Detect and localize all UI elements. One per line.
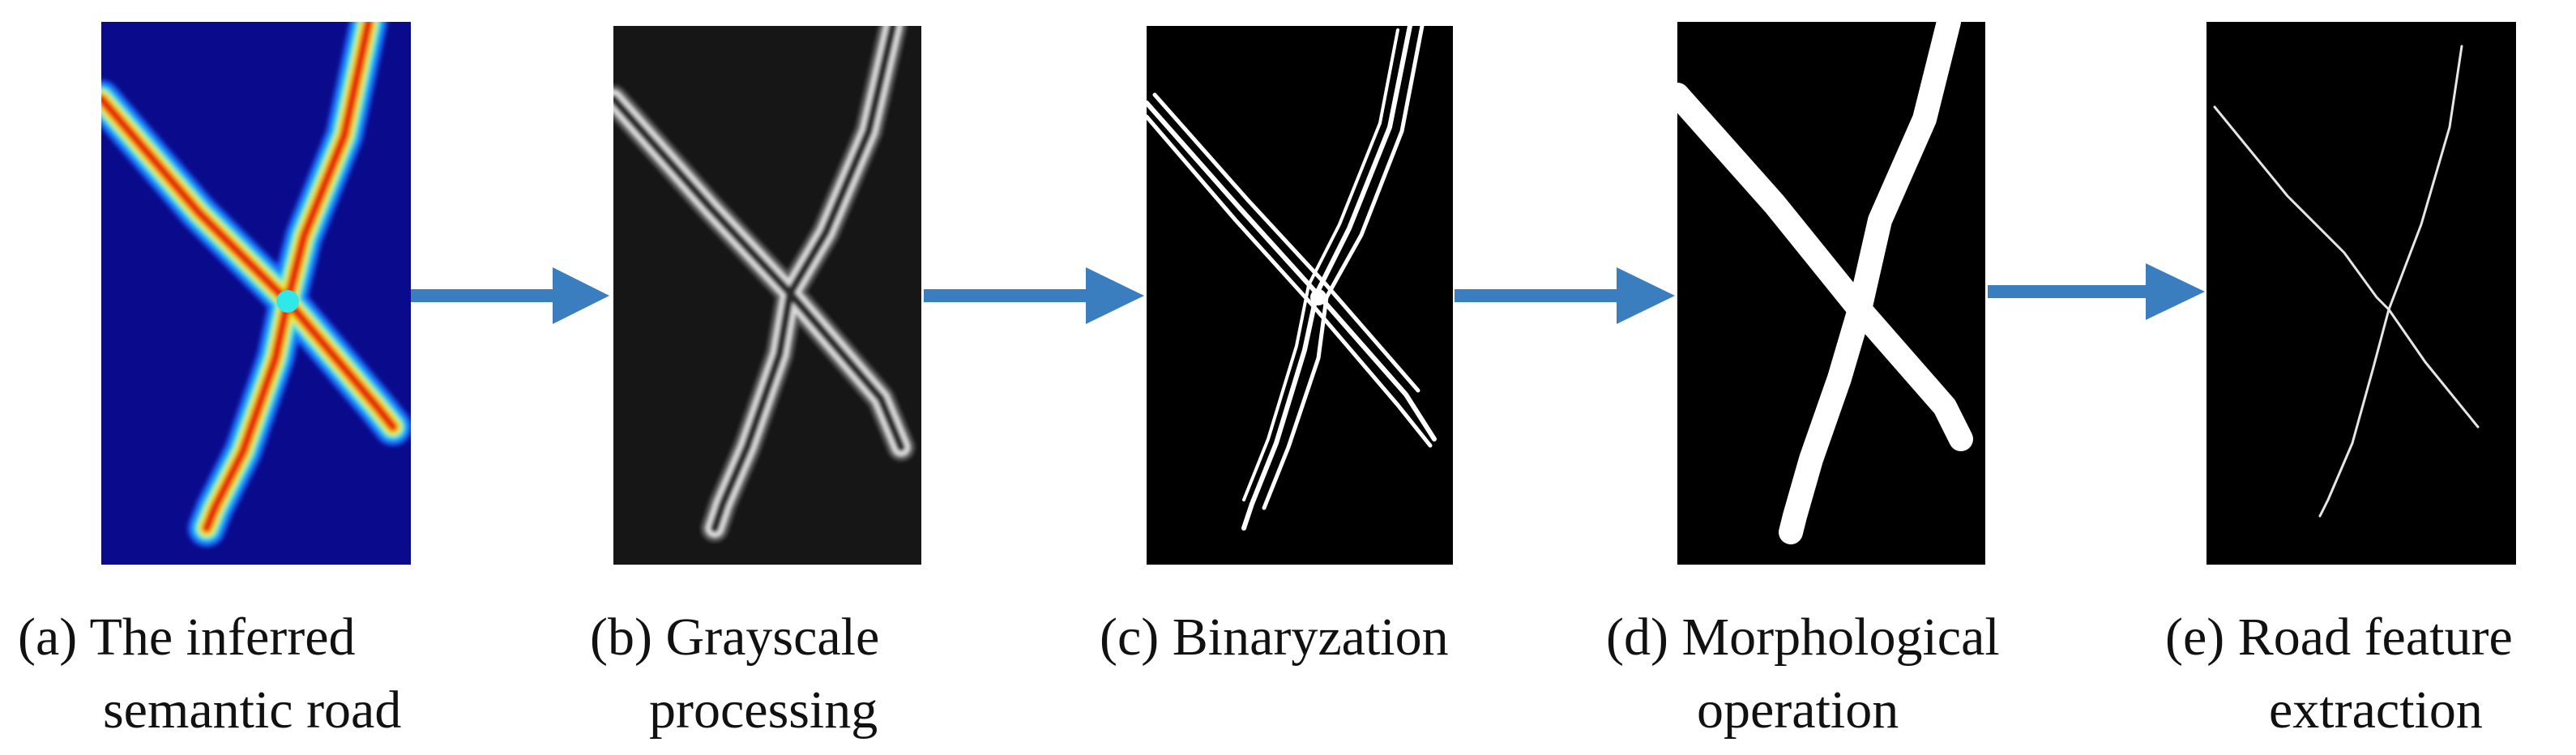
arrow-shape — [1988, 263, 2205, 320]
arrow-shape — [924, 267, 1144, 324]
arrow-b-to-c — [924, 267, 1147, 328]
caption-b: (b) Grayscale processing — [590, 601, 879, 747]
right-arrow-icon — [411, 267, 609, 324]
caption-a-line1: (a) The inferred — [18, 608, 356, 667]
caption-a: (a) The inferred semantic road — [18, 601, 401, 747]
caption-a-line2: semantic road — [103, 680, 402, 740]
caption-e-line2: extraction — [2269, 680, 2483, 740]
morphology-image — [1677, 22, 1985, 565]
arrow-c-to-d — [1455, 267, 1677, 328]
right-arrow-icon — [924, 267, 1144, 324]
caption-c-line1: (c) Binaryzation — [1100, 608, 1449, 667]
skeleton-image — [2206, 22, 2516, 565]
panel-d-morphological-operation — [1677, 22, 1985, 565]
caption-d: (d) Morphological operation — [1606, 601, 2000, 747]
caption-c: (c) Binaryzation — [1100, 601, 1449, 674]
caption-d-line2: operation — [1697, 680, 1899, 740]
panel-b-grayscale-processing — [613, 26, 921, 565]
caption-b-line1: (b) Grayscale — [590, 608, 880, 667]
arrow-a-to-b — [411, 267, 613, 328]
heatmap-image — [101, 22, 411, 565]
right-arrow-icon — [1988, 263, 2205, 320]
panel-e-road-feature-extraction — [2206, 22, 2516, 565]
caption-e: (e) Road feature extraction — [2165, 601, 2513, 747]
grayscale-image — [613, 26, 921, 565]
caption-d-line1: (d) Morphological — [1606, 608, 2000, 667]
caption-b-line2: processing — [649, 680, 878, 740]
arrow-shape — [411, 267, 609, 324]
binary-image — [1147, 26, 1453, 565]
arrow-d-to-e — [1988, 263, 2206, 324]
caption-e-line1: (e) Road feature — [2165, 608, 2513, 667]
right-arrow-icon — [1455, 267, 1675, 324]
arrow-shape — [1455, 267, 1675, 324]
panel-a-inferred-semantic-road — [101, 22, 411, 565]
panel-c-binaryzation — [1147, 26, 1453, 565]
